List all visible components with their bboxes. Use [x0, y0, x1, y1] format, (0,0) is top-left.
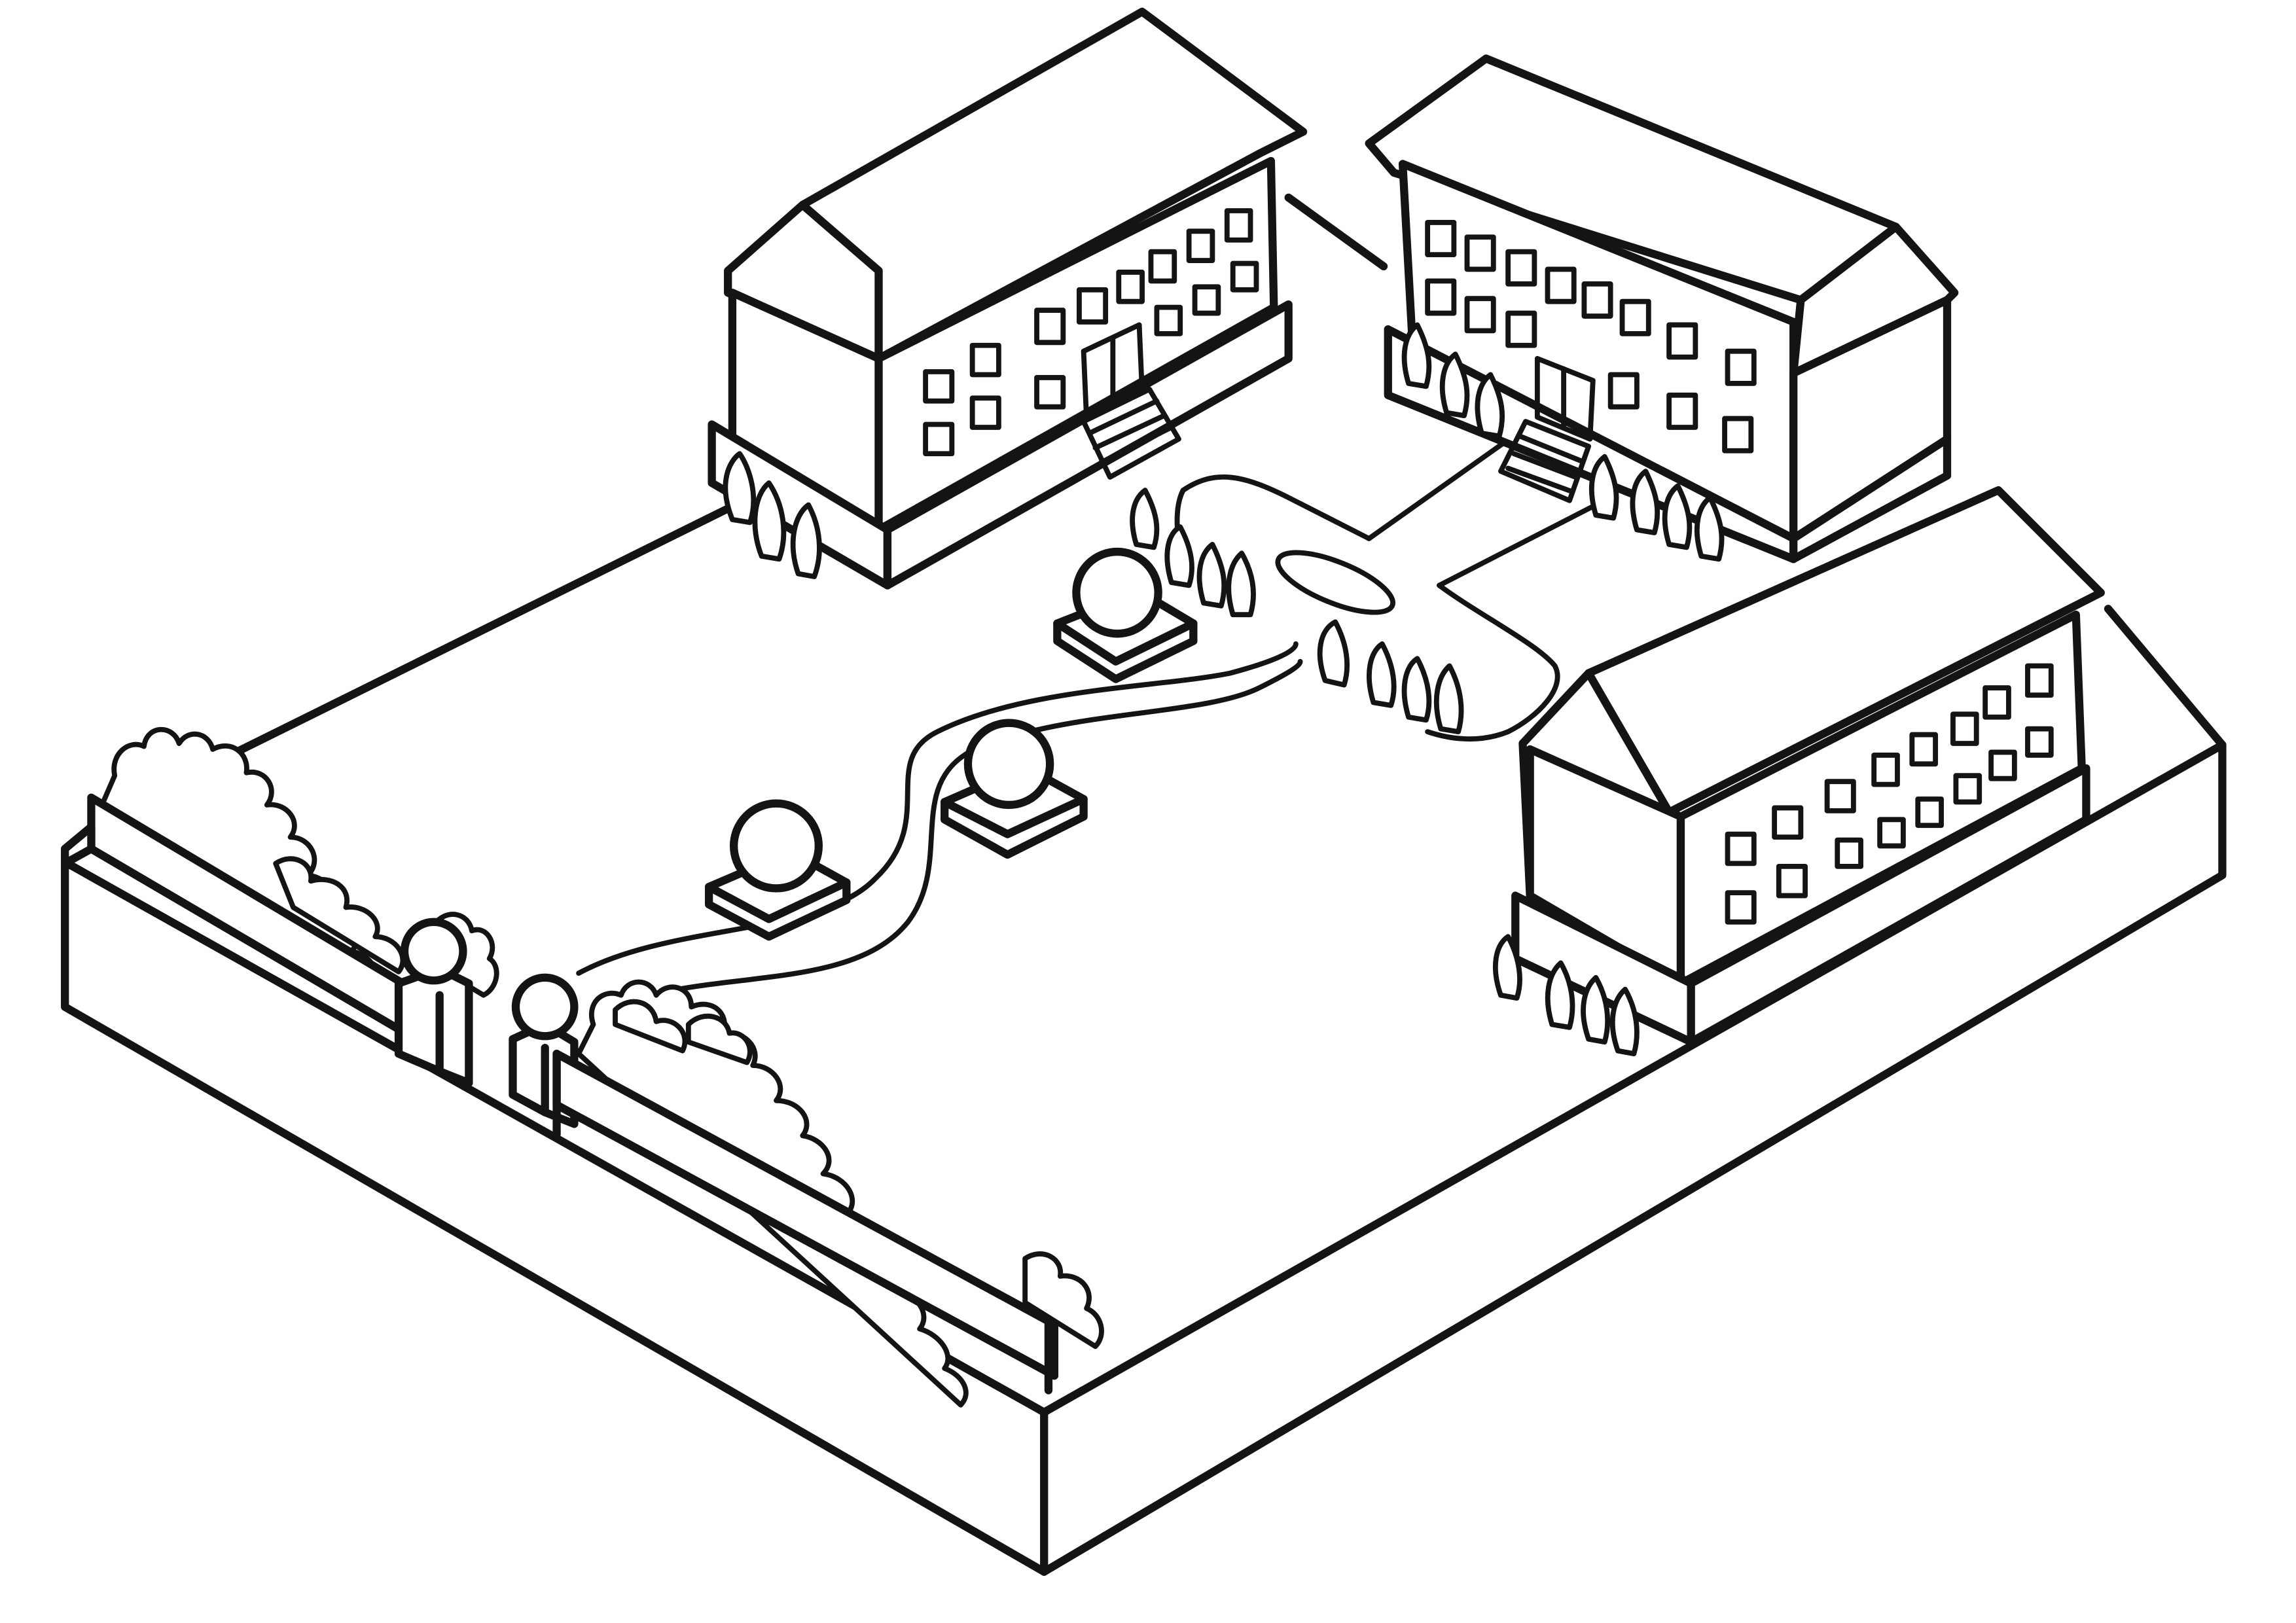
building-top-left-roof: [798, 7, 1308, 363]
gate-post-left: [394, 918, 473, 1087]
shrubs: [723, 322, 1725, 1057]
sphere-sculpture-2: [941, 719, 1088, 859]
hedge-wall-left: [61, 726, 499, 1036]
oval-pond: [1275, 550, 1396, 615]
building-top-right: [1365, 54, 1959, 563]
sphere-sculpture-1: [1053, 547, 1198, 683]
sphere-sculpture-3: [704, 799, 851, 941]
hedge-wall-right: [552, 979, 1104, 1408]
building-right: [1511, 486, 2105, 1046]
building-top-left: [708, 7, 1308, 590]
